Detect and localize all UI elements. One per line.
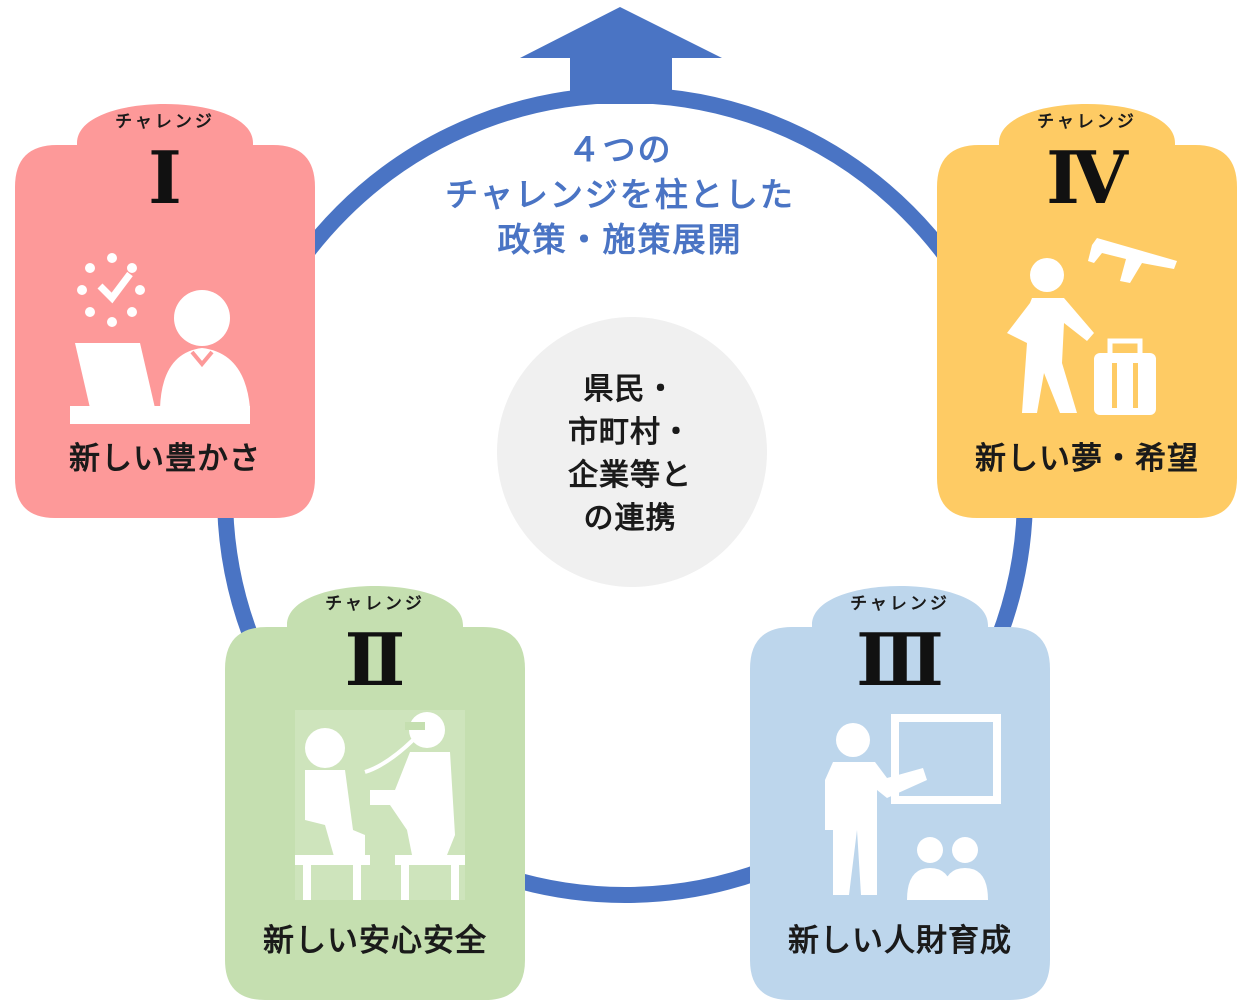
card-label: 新しい夢・希望 [975, 441, 1199, 477]
headline-text: ４つのチャレンジを柱とした政策・施策展開 [445, 130, 795, 259]
challenge-label: チャレンジ [1037, 112, 1137, 132]
challenge-label: チャレンジ [115, 112, 215, 132]
card-challenge-3: チャレンジ Ⅲ 新しい人財育成 [750, 575, 1050, 1000]
up-arrow-icon [520, 7, 722, 104]
challenge-numeral: Ⅲ [856, 617, 944, 702]
traveler-airplane-icon [1007, 238, 1177, 415]
card-challenge-1: チャレンジ Ⅰ 新しい豊かさ [15, 93, 315, 518]
card-label: 新しい人財育成 [788, 923, 1012, 959]
challenge-label: チャレンジ [325, 594, 425, 614]
card-label: 新しい安心安全 [263, 923, 487, 959]
teacher-students-icon [825, 714, 1001, 900]
challenge-numeral: Ⅰ [148, 135, 182, 220]
card-challenge-2: チャレンジ Ⅱ 新しい安心安全 [225, 575, 525, 1000]
center-circle [497, 317, 767, 587]
challenge-numeral: Ⅱ [344, 617, 406, 702]
card-label: 新しい豊かさ [69, 441, 261, 477]
center-label: 県民・市町村・企業等との連携 [545, 368, 715, 540]
challenge-numeral: Ⅳ [1046, 135, 1128, 220]
challenge-label: チャレンジ [850, 594, 950, 614]
center-text: 県民・市町村・企業等との連携 [568, 372, 692, 536]
card-challenge-4: チャレンジ Ⅳ 新しい夢・希望 [937, 93, 1237, 518]
desk-worker-clock-icon [70, 253, 250, 424]
card-shape [937, 104, 1237, 518]
headline: ４つのチャレンジを柱とした政策・施策展開 [395, 127, 845, 262]
doctor-patient-icon [295, 710, 465, 900]
